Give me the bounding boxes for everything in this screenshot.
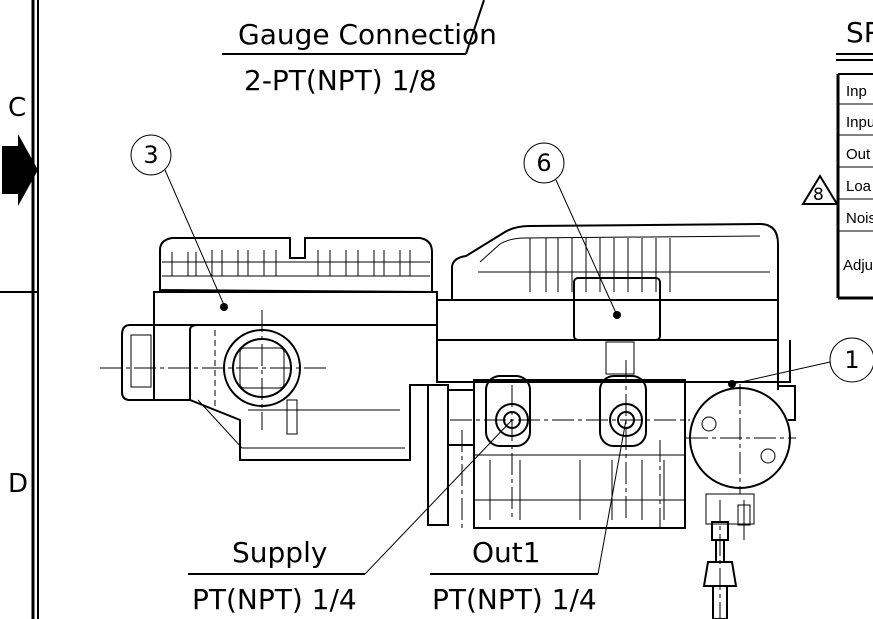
- left-housing-body: [100, 237, 438, 461]
- revision-triangle-8: 8: [801, 174, 839, 205]
- spec-row-adjust: Adju: [843, 257, 873, 274]
- revision-number: 8: [813, 185, 824, 205]
- gauge-connection-title: Gauge Connection: [238, 18, 497, 51]
- gauge-connection-spec: 2-PT(NPT) 1/8: [244, 64, 437, 97]
- callout-6-number: 6: [536, 149, 551, 177]
- spec-row-output: Out: [846, 146, 871, 163]
- positioner-main-body: [427, 222, 796, 619]
- supply-annotation: Supply PT(NPT) 1/4: [188, 419, 513, 616]
- spec-table-heading: SP: [846, 16, 873, 49]
- spec-row-input-2: Inpu: [846, 114, 873, 131]
- spec-table: SP Inp Inpu Out Loa Nois Adju: [836, 16, 873, 300]
- centering-arrow-icon: [2, 134, 38, 206]
- out1-title: Out1: [472, 536, 541, 569]
- drawing-frame-border: C D: [0, 0, 39, 619]
- callout-3-number: 3: [143, 141, 158, 169]
- supply-spec: PT(NPT) 1/4: [192, 583, 357, 616]
- spec-row-input-1: Inp: [846, 83, 867, 100]
- out1-annotation: Out1 PT(NPT) 1/4: [430, 419, 627, 616]
- spec-row-load: Loa: [846, 178, 872, 195]
- callout-1-number: 1: [844, 346, 859, 374]
- gauge-connection-annotation: Gauge Connection 2-PT(NPT) 1/8: [222, 0, 497, 97]
- callout-1: 1: [728, 337, 873, 388]
- callout-6: 6: [523, 142, 621, 319]
- zone-label-c: C: [8, 93, 26, 123]
- supply-title: Supply: [232, 536, 327, 569]
- callout-3: 3: [130, 134, 228, 311]
- spec-row-noise: Nois: [846, 210, 873, 227]
- out1-spec: PT(NPT) 1/4: [432, 583, 597, 616]
- zone-label-d: D: [8, 469, 28, 499]
